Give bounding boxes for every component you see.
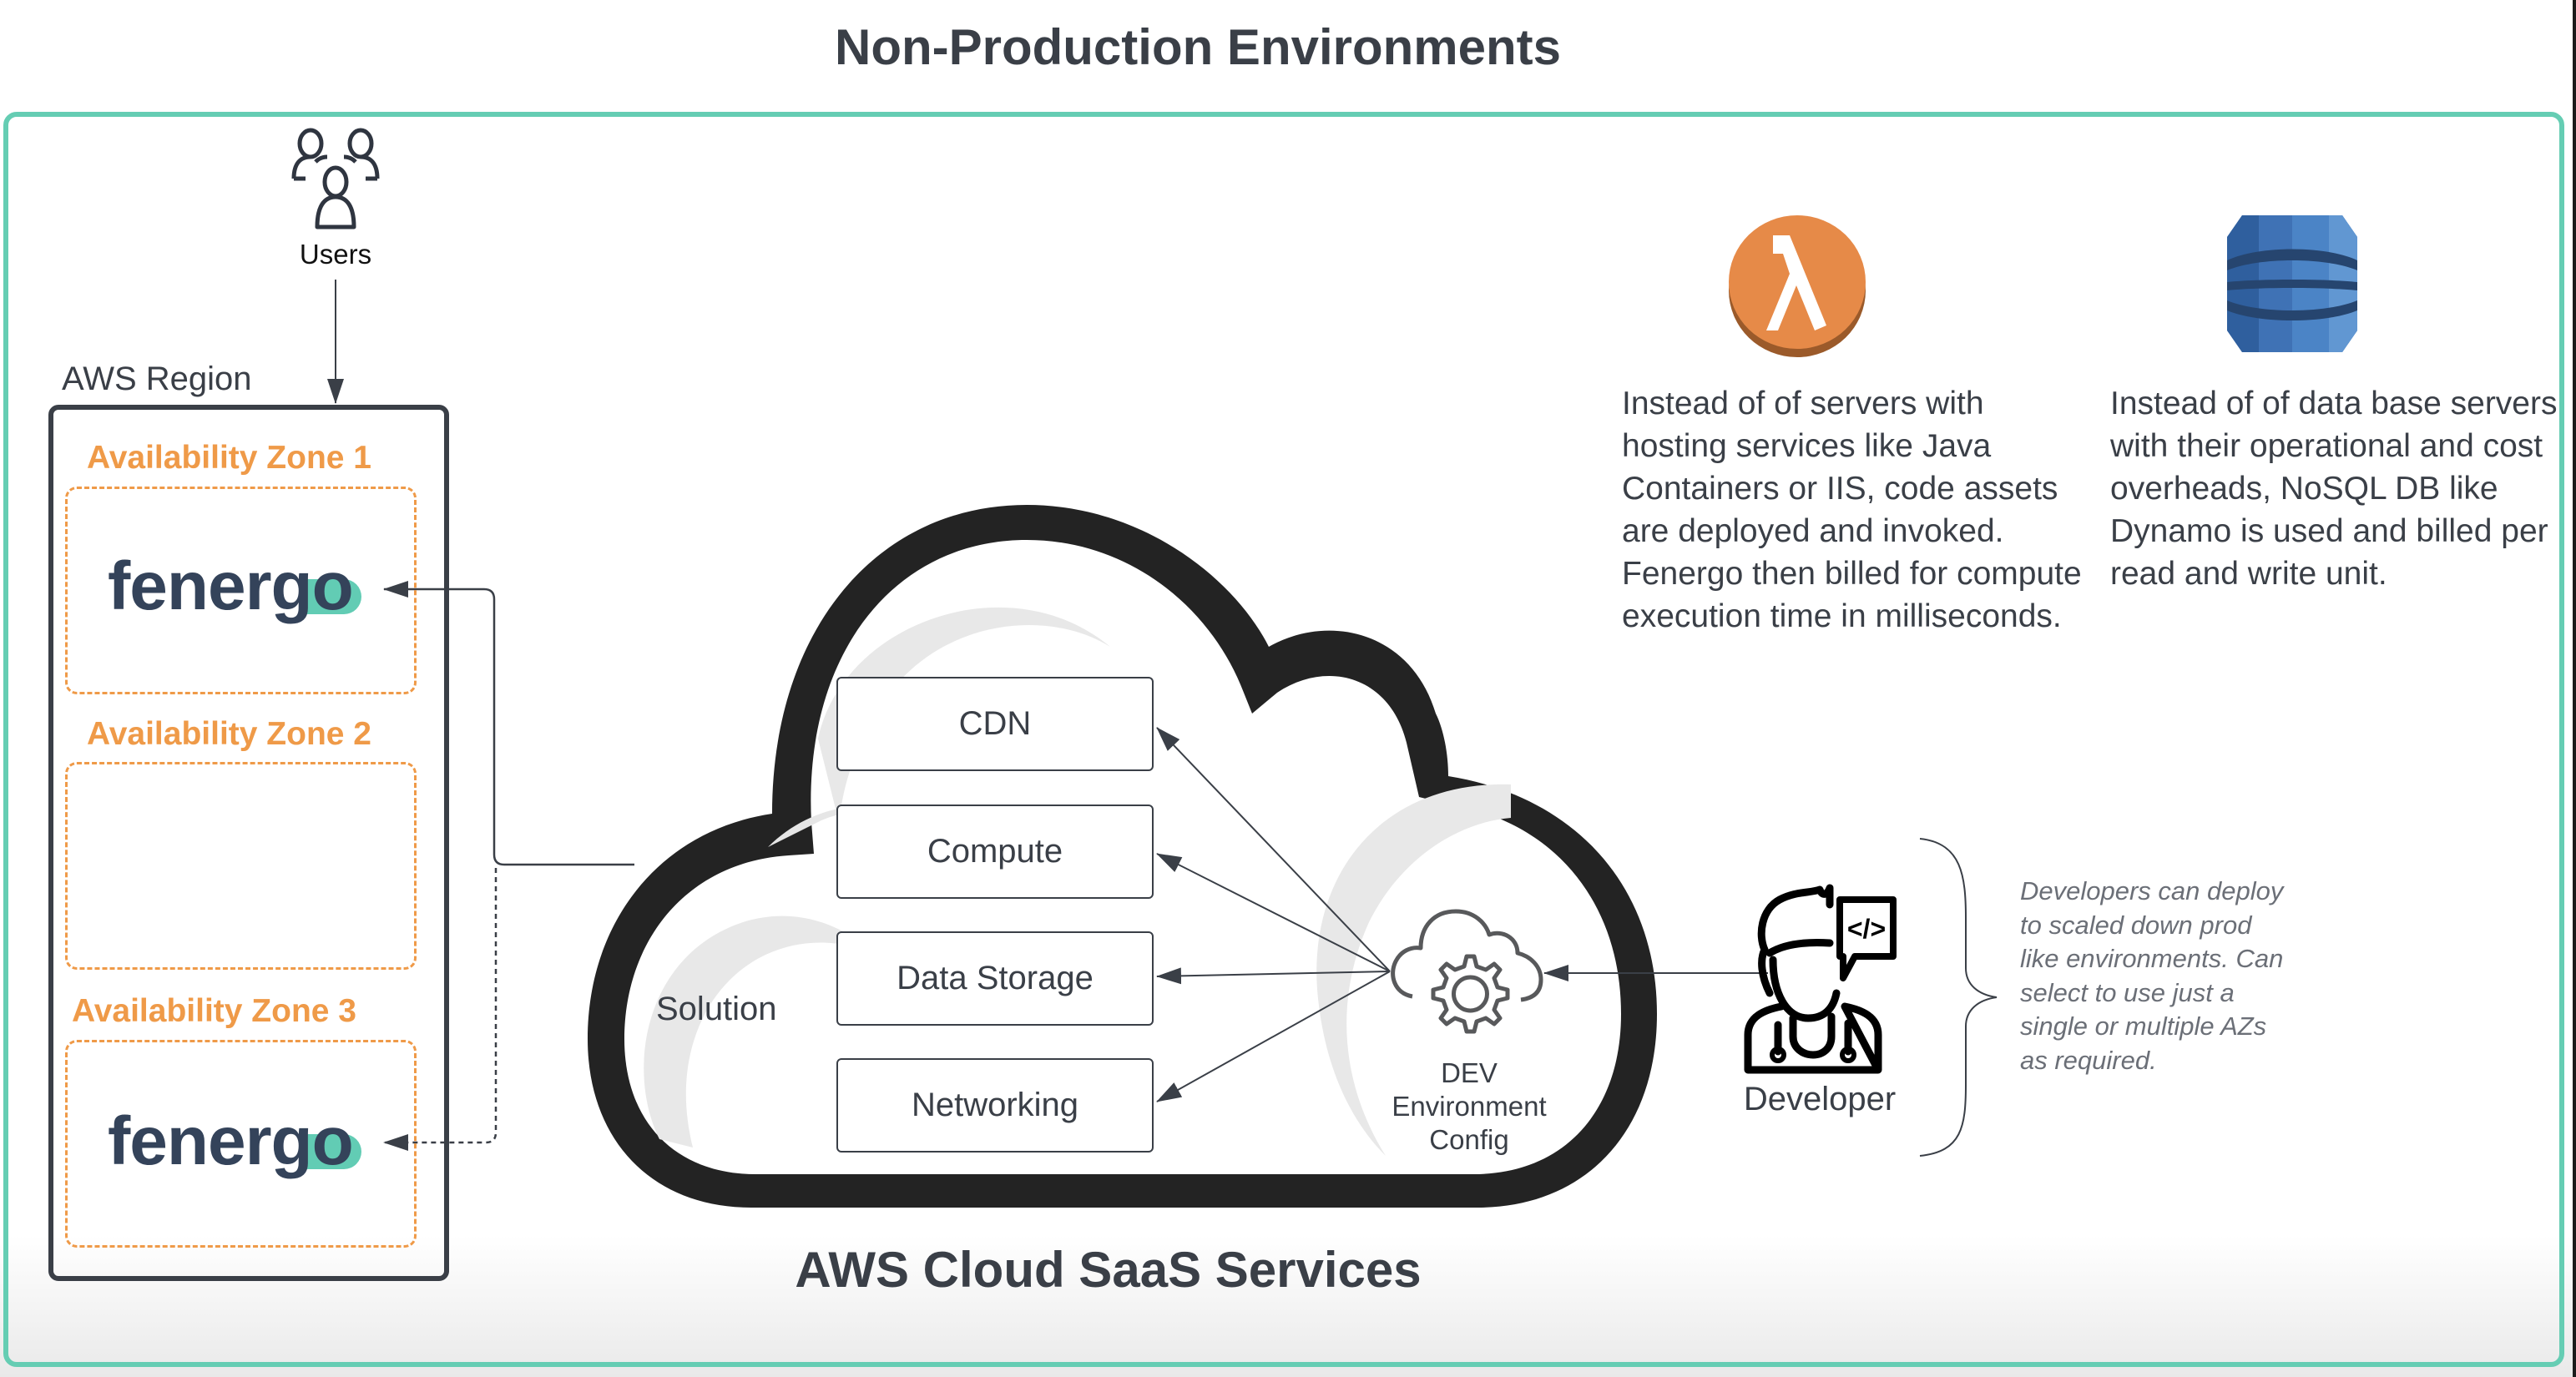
service-data-storage[interactable]: Data Storage — [836, 931, 1154, 1026]
developer-label: Developer — [1743, 1081, 1897, 1117]
service-compute[interactable]: Compute — [836, 805, 1154, 899]
environment-frame — [3, 112, 2564, 1367]
fenergo-logo-accent — [300, 1134, 361, 1169]
az2-box — [65, 762, 417, 970]
code-glyph: </> — [1847, 914, 1886, 944]
users-label: Users — [299, 239, 372, 270]
solution-label: Solution — [656, 991, 777, 1027]
fenergo-logo-text: fenergo — [108, 548, 354, 624]
az3-box: fenergo — [65, 1040, 417, 1248]
config-to-networking-arrow — [1156, 971, 1391, 1102]
dev-config-line-1: DEV — [1441, 1057, 1498, 1088]
service-networking[interactable]: Networking — [836, 1058, 1154, 1153]
fenergo-logo-accent — [300, 579, 361, 614]
window-edge — [2573, 0, 2576, 1377]
users-group-icon — [291, 128, 380, 230]
az1-box: fenergo — [65, 487, 417, 694]
fenergo-logo-text: fenergo — [108, 1103, 354, 1179]
page-title: Non-Production Environments — [835, 19, 1561, 75]
dev-config-line-3: Config — [1429, 1124, 1509, 1155]
aws-region-box — [48, 405, 449, 1281]
lambda-description: Instead of of servers with hosting servi… — [1622, 386, 2082, 634]
developer-note: Developers can deploy to scaled down pro… — [2020, 876, 2284, 1075]
dev-config-label: DEV Environment Config — [1369, 1057, 1569, 1157]
service-cdn[interactable]: CDN — [836, 677, 1154, 771]
az2-label: Availability Zone 2 — [87, 716, 371, 752]
aws-lambda-icon — [1729, 215, 1866, 357]
az3-label: Availability Zone 3 — [72, 993, 356, 1029]
cloud-gear-icon — [1391, 909, 1543, 1034]
config-to-cdn-arrow — [1156, 727, 1391, 972]
cloud-to-az1-arrow — [383, 581, 634, 866]
config-to-compute-arrow — [1156, 853, 1391, 972]
aws-dynamodb-icon — [2227, 215, 2357, 352]
az1-label: Availability Zone 1 — [87, 440, 371, 476]
cloud-services-title: AWS Cloud SaaS Services — [795, 1242, 1422, 1298]
dev-config-line-2: Environment — [1392, 1091, 1547, 1122]
region-label: AWS Region — [62, 361, 252, 397]
dynamo-description: Instead of of data base servers with the… — [2110, 386, 2558, 592]
config-to-data-storage-arrow — [1156, 967, 1391, 985]
bottom-shade — [0, 1235, 2576, 1377]
curly-brace — [1919, 838, 1998, 1157]
developer-code-icon: </> — [1744, 884, 1897, 1074]
